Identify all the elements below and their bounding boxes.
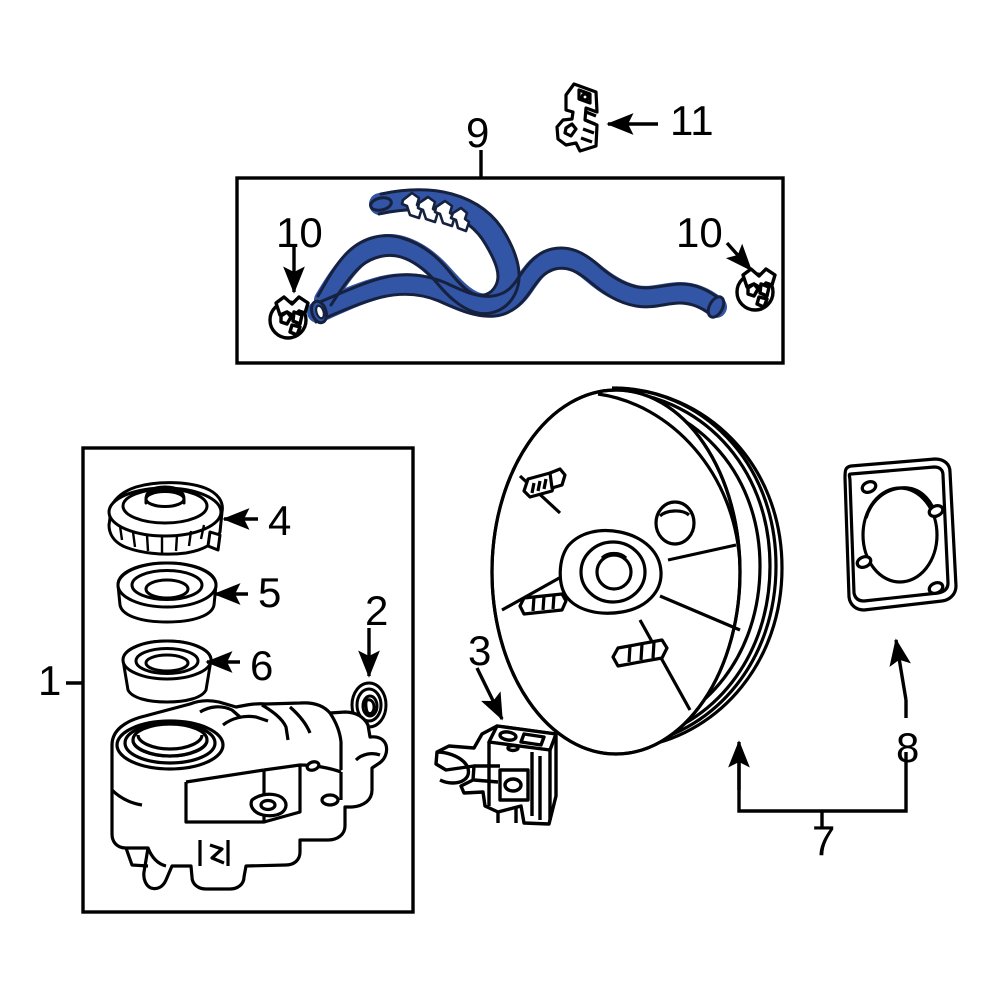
booster-gasket-part-8: [843, 457, 958, 612]
callout-label-10-right: 10: [676, 209, 723, 256]
hose-clamp-right-part-10: [735, 267, 777, 312]
callout-label-8: 8: [896, 724, 920, 771]
hose-left-open-end: [310, 299, 328, 325]
vacuum-hose-part-9: [307, 188, 727, 325]
callout-label-11: 11: [670, 97, 714, 144]
booster-studs: [518, 467, 669, 668]
hose-main-body: [307, 246, 727, 323]
callout-label-10-left: 10: [276, 209, 323, 256]
leader-7: [737, 746, 908, 813]
booster-mounting-bracket-part-3: [434, 724, 558, 826]
hose-retaining-tabs: [400, 191, 471, 233]
reservoir-seal-part-6: [121, 639, 213, 704]
hose-top-open-end: [369, 196, 393, 212]
reservoir-cap-diaphragm-part-5: [116, 561, 218, 624]
master-cylinder-box: [81, 446, 415, 914]
master-cylinder-body-part-1: [110, 699, 389, 891]
group-boxes: [81, 176, 785, 914]
callout-label-2: 2: [365, 587, 389, 634]
leader-3: [475, 667, 504, 721]
leader-10-right: [725, 241, 753, 272]
hose-clamp-left-part-10: [268, 295, 310, 340]
callout-label-9: 9: [466, 109, 490, 156]
leader-8-arrow: [889, 638, 911, 701]
callout-label-7: 7: [812, 817, 836, 864]
callout-label-3: 3: [468, 627, 492, 674]
hose-upper-loop: [314, 188, 520, 316]
callout-label-6: 6: [250, 642, 274, 689]
hose-retaining-clip-part-11: [555, 82, 599, 153]
callout-label-5: 5: [258, 569, 282, 616]
leader-lines: [66, 113, 911, 828]
callout-label-4: 4: [268, 497, 292, 544]
reservoir-cap-part-4: [107, 481, 224, 556]
callout-label-1: 1: [38, 657, 62, 704]
vacuum-hose-box: [235, 176, 785, 365]
power-brake-booster-part-7: [490, 386, 784, 756]
hose-right-open-end: [706, 295, 726, 319]
